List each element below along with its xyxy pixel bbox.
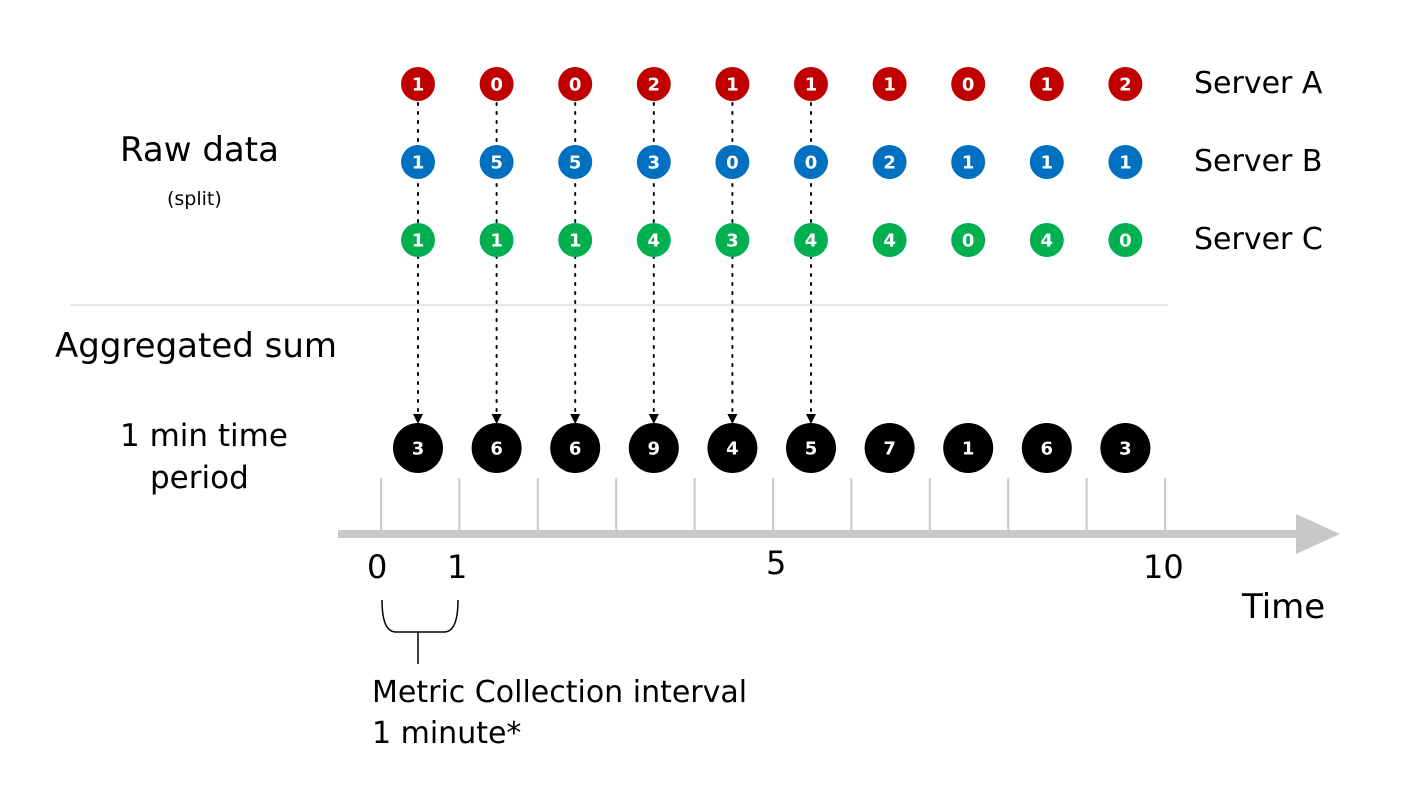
sum-value-5: 4 — [707, 423, 758, 473]
server-a-value-8-value: 0 — [962, 75, 975, 96]
server-a-value-9-value: 1 — [1041, 75, 1054, 96]
server-b-value-3: 5 — [558, 145, 593, 179]
server-c-value-5: 3 — [715, 223, 750, 257]
server-c-value-3-value: 1 — [569, 231, 582, 252]
server-c-value-10: 0 — [1108, 223, 1143, 257]
sum-value-4-value: 9 — [648, 439, 661, 460]
sum-value-8: 1 — [943, 423, 994, 473]
raw-data-subtitle: (split) — [167, 188, 222, 210]
server-c-value-10-value: 0 — [1119, 231, 1132, 252]
server-c-value-3: 1 — [558, 223, 593, 257]
sum-value-7: 7 — [864, 423, 915, 473]
tick-label-1: 1 — [447, 548, 468, 586]
sum-value-5-value: 4 — [726, 439, 739, 460]
sum-value-2: 6 — [471, 423, 522, 473]
server-a-value-5: 1 — [715, 67, 750, 101]
server-a-value-1-value: 1 — [412, 75, 425, 96]
server-c-value-9: 4 — [1029, 223, 1064, 257]
server-a-value-10-value: 2 — [1119, 75, 1132, 96]
server-b-value-3-value: 5 — [569, 153, 582, 174]
server-a-value-8: 0 — [951, 67, 986, 101]
server-b-value-7-value: 2 — [883, 153, 896, 174]
server-a-value-4-value: 2 — [648, 75, 661, 96]
raw-data-title: Raw data — [120, 130, 279, 170]
sum-value-1-value: 3 — [412, 439, 425, 460]
interval-bracket — [381, 599, 459, 633]
server-c-value-1-value: 1 — [412, 231, 425, 252]
server-c-value-2: 1 — [479, 223, 514, 257]
server-c-value-7-value: 4 — [883, 231, 896, 252]
interval-note-line1: Metric Collection interval — [372, 675, 748, 710]
server-c-value-4: 4 — [636, 223, 671, 257]
tick-label-5: 5 — [766, 544, 787, 582]
sum-value-9-value: 6 — [1041, 439, 1054, 460]
server-b-value-8: 1 — [951, 145, 986, 179]
sum-value-6-value: 5 — [805, 439, 818, 460]
sum-value-1: 3 — [393, 423, 443, 473]
time-axis-arrowhead — [1296, 514, 1340, 554]
server-a-value-5-value: 1 — [726, 75, 739, 96]
server-b-value-2-value: 5 — [490, 153, 503, 174]
server-b-value-5: 0 — [715, 145, 750, 179]
sum-value-3-value: 6 — [569, 439, 582, 460]
server-a-value-2-value: 0 — [490, 75, 503, 96]
server-c-label: Server C — [1194, 222, 1323, 257]
server-c-value-1: 1 — [401, 223, 435, 257]
time-axis-label: Time — [1242, 587, 1326, 627]
sum-value-9: 6 — [1021, 423, 1072, 473]
server-c-value-5-value: 3 — [726, 231, 739, 252]
server-b-value-9: 1 — [1029, 145, 1064, 179]
server-b-value-4-value: 3 — [648, 153, 661, 174]
sum-value-8-value: 1 — [962, 439, 975, 460]
server-b-value-1: 1 — [401, 145, 435, 179]
server-a-value-4: 2 — [636, 67, 671, 101]
time-period-label-line1: 1 min time — [120, 418, 288, 454]
tick-label-10: 10 — [1143, 548, 1184, 586]
server-a-value-3: 0 — [558, 67, 593, 101]
tick-label-0: 0 — [367, 548, 388, 586]
server-b-value-5-value: 0 — [726, 153, 739, 174]
server-b-value-1-value: 1 — [412, 153, 425, 174]
sum-value-2-value: 6 — [490, 439, 503, 460]
sum-value-4: 9 — [628, 423, 679, 473]
server-b-value-6: 0 — [794, 145, 828, 179]
server-b-value-7: 2 — [872, 145, 907, 179]
interval-note-line2: 1 minute* — [372, 716, 522, 751]
server-c-value-9-value: 4 — [1041, 231, 1054, 252]
server-c-value-7: 4 — [872, 223, 907, 257]
aggregated-sum-title: Aggregated sum — [55, 326, 338, 366]
sum-value-3: 6 — [550, 423, 601, 473]
server-a-value-7-value: 1 — [883, 75, 896, 96]
server-a-label: Server A — [1194, 66, 1323, 101]
server-c-value-6: 4 — [794, 223, 828, 257]
server-c-value-2-value: 1 — [490, 231, 503, 252]
sum-value-7-value: 7 — [883, 439, 896, 460]
server-b-label: Server B — [1194, 144, 1323, 179]
server-a-value-7: 1 — [872, 67, 907, 101]
server-b-value-9-value: 1 — [1041, 153, 1054, 174]
server-c-value-8: 0 — [951, 223, 986, 257]
time-period-label-line2: period — [150, 460, 249, 496]
server-a-value-6-value: 1 — [805, 75, 818, 96]
server-b-value-10-value: 1 — [1119, 153, 1132, 174]
server-a-value-6: 1 — [794, 67, 828, 101]
sum-value-10: 3 — [1100, 423, 1151, 473]
sum-value-6: 5 — [786, 423, 836, 473]
server-a-value-2: 0 — [479, 67, 514, 101]
server-a-value-3-value: 0 — [569, 75, 582, 96]
server-b-value-2: 5 — [479, 145, 514, 179]
server-b-value-8-value: 1 — [962, 153, 975, 174]
server-c-value-4-value: 4 — [648, 231, 661, 252]
server-a-value-1: 1 — [401, 67, 435, 101]
server-a-value-9: 1 — [1029, 67, 1064, 101]
server-b-value-6-value: 0 — [805, 153, 818, 174]
server-c-value-6-value: 4 — [805, 231, 818, 252]
server-b-value-4: 3 — [636, 145, 671, 179]
server-c-value-8-value: 0 — [962, 231, 975, 252]
server-b-value-10: 1 — [1108, 145, 1143, 179]
server-a-value-10: 2 — [1108, 67, 1143, 101]
sum-value-10-value: 3 — [1119, 439, 1132, 460]
